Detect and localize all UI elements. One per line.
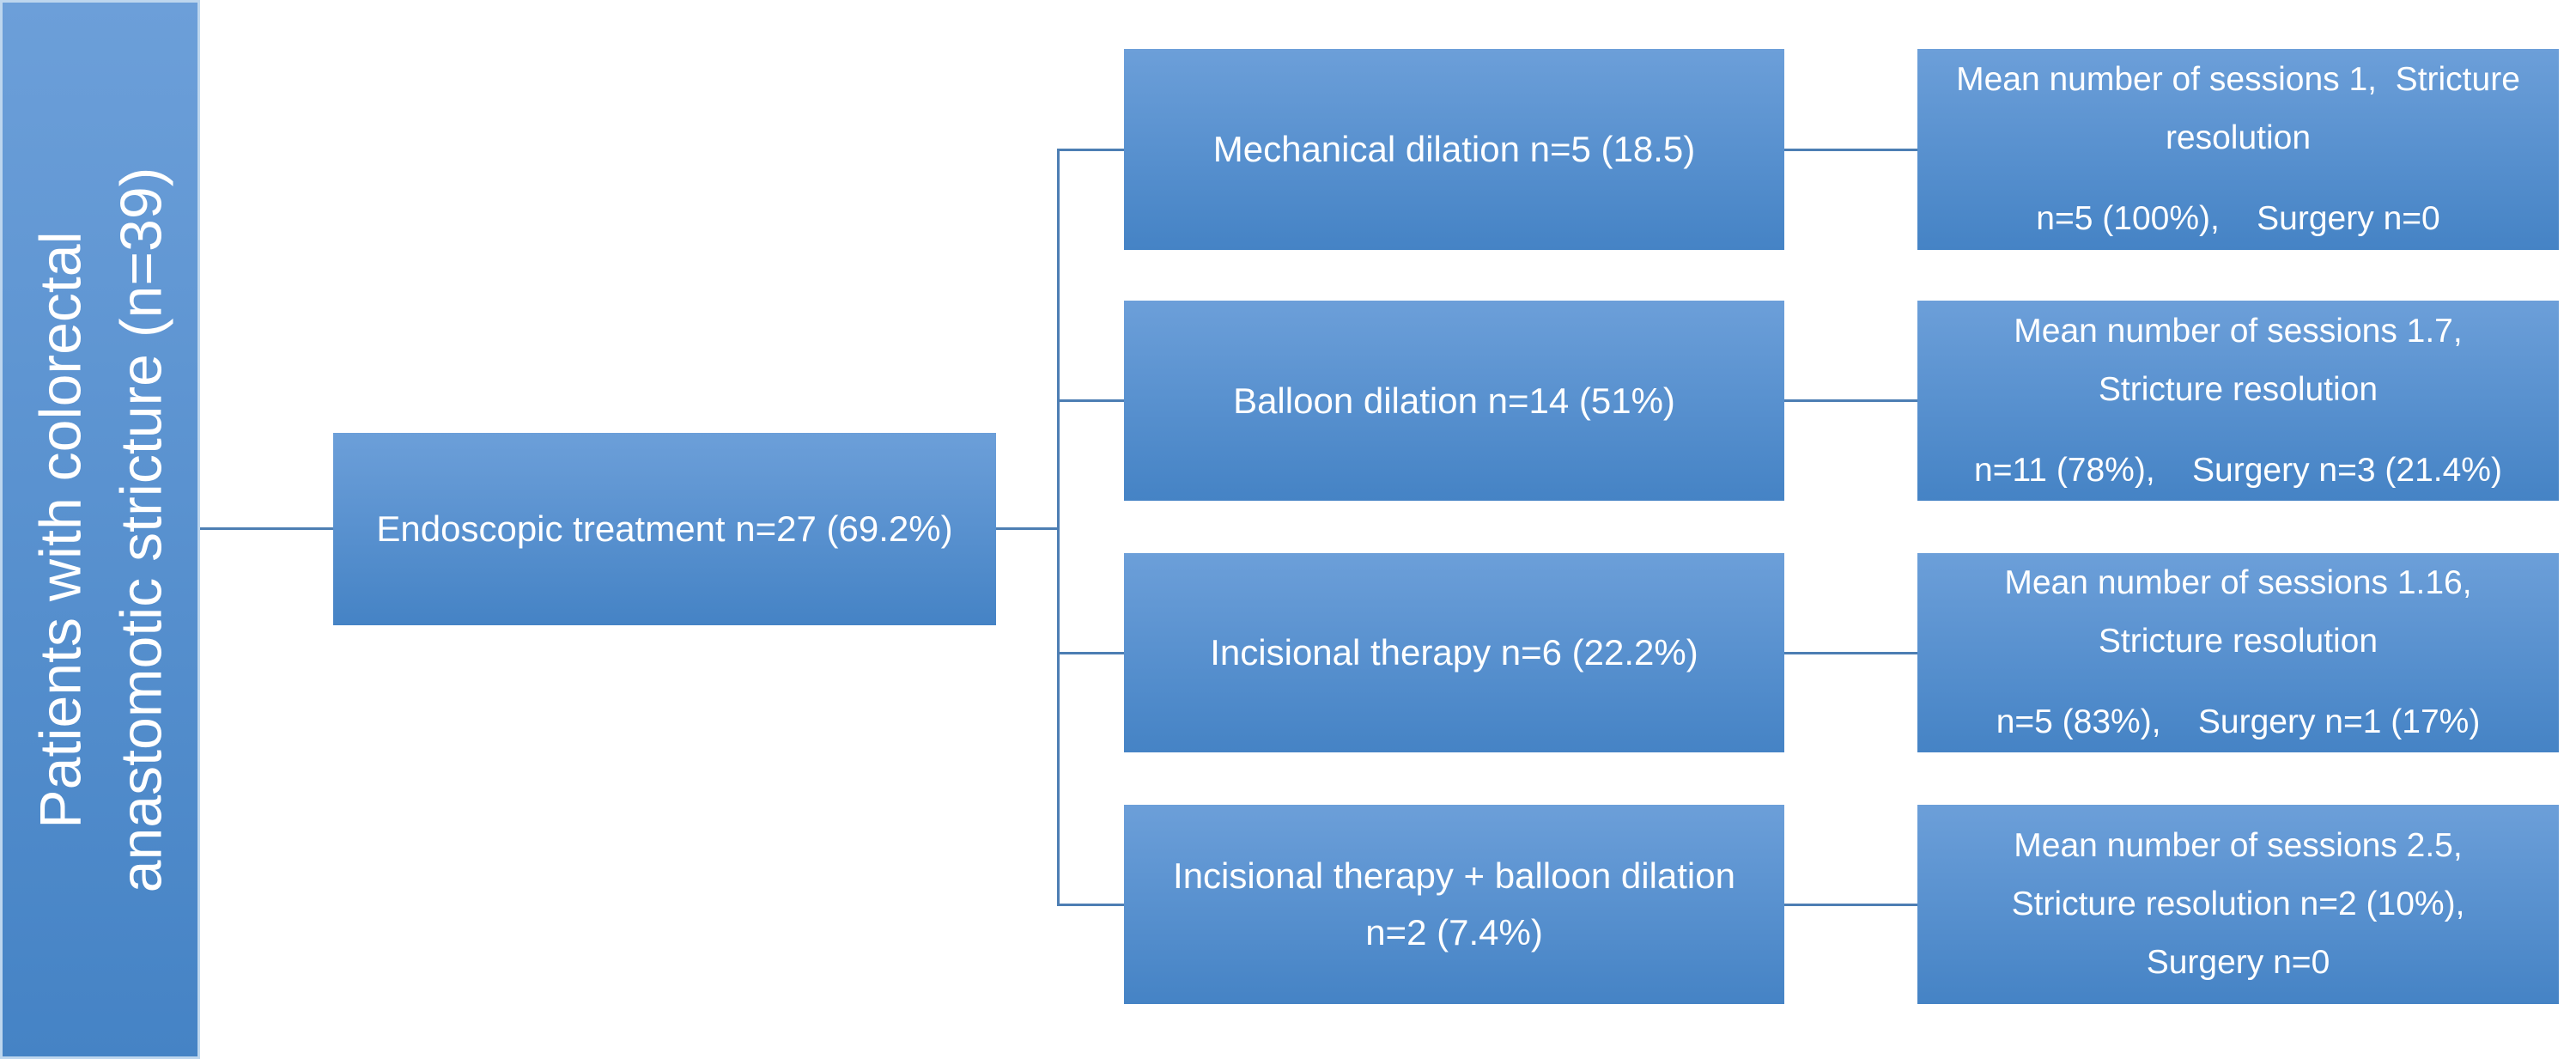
outcome-line-3: n=5 (83%), Surgery n=1 (17%) [1996, 703, 2481, 740]
outcome-line-2: Stricture resolution n=2 (10%), [2011, 886, 2465, 922]
outcome-line-3: n=11 (78%), Surgery n=3 (21.4%) [1974, 451, 2502, 489]
connector-incisional-therapy-to-outcome [1784, 652, 1917, 654]
connector-balloon-dilation-to-outcome [1784, 399, 1917, 402]
treatment-label-line-1: Incisional therapy + balloon dilation [1173, 855, 1735, 896]
outcome-line-1: Mean number of sessions 1.16, [2004, 564, 2472, 601]
treatment-label-line-2: n=2 (7.4%) [1365, 912, 1543, 952]
treatment-label: Mechanical dilation n=5 (18.5) [1212, 129, 1696, 169]
connector-branch-spine [1057, 149, 1060, 906]
connector-spine-to-incisional-plus-balloon [1057, 904, 1124, 906]
treatment-node-mechanical-dilation: Mechanical dilation n=5 (18.5) [1124, 49, 1784, 250]
outcome-line-1: Mean number of sessions 1, Stricture [1956, 61, 2520, 98]
treatment-node-balloon-dilation: Balloon dilation n=14 (51%) [1124, 301, 1784, 501]
connector-spine-to-balloon-dilation [1057, 399, 1124, 402]
outcome-line-3: n=5 (100%), Surgery n=0 [2036, 200, 2440, 237]
endoscopic-treatment-node: Endoscopic treatment n=27 (69.2%) [333, 433, 996, 625]
treatment-label: Balloon dilation n=14 (51%) [1233, 380, 1675, 421]
treatment-label: Incisional therapy n=6 (22.2%) [1210, 632, 1698, 673]
connector-spine-to-incisional-therapy [1057, 652, 1124, 654]
outcome-line-2: Stricture resolution [2098, 370, 2379, 408]
treatment-node-incisional-plus-balloon: Incisional therapy + balloon dilation n=… [1124, 805, 1784, 1004]
endoscopic-treatment-label: Endoscopic treatment n=27 (69.2%) [376, 508, 953, 549]
root-label-line-2: anastomotic stricture (n=39) [107, 167, 173, 892]
connector-mechanical-dilation-to-outcome [1784, 149, 1917, 151]
outcome-line-3: Surgery n=0 [2146, 944, 2330, 981]
outcome-node-mechanical-dilation: Mean number of sessions 1, Stricture res… [1917, 49, 2559, 250]
outcome-line-2: resolution [2165, 119, 2312, 156]
outcome-node-incisional-therapy: Mean number of sessions 1.16, Stricture … [1917, 553, 2559, 752]
root-node: Patients with colorectal anastomotic str… [0, 0, 200, 1059]
connector-endoscopic-to-spine [996, 527, 1060, 530]
outcome-node-balloon-dilation: Mean number of sessions 1.7, Stricture r… [1917, 301, 2559, 501]
connector-root-to-endoscopic [200, 527, 333, 530]
connector-incisional-plus-balloon-to-outcome [1784, 904, 1917, 906]
outcome-node-incisional-plus-balloon: Mean number of sessions 2.5, Stricture r… [1917, 805, 2559, 1004]
outcome-line-1: Mean number of sessions 2.5, [2014, 827, 2463, 864]
connector-spine-to-mechanical-dilation [1057, 149, 1124, 151]
root-label-line-1: Patients with colorectal [27, 230, 93, 829]
root-node-label: Patients with colorectal anastomotic str… [0, 0, 200, 1059]
outcome-line-2: Stricture resolution [2098, 623, 2379, 660]
outcome-line-1: Mean number of sessions 1.7, [2014, 312, 2463, 350]
treatment-node-incisional-therapy: Incisional therapy n=6 (22.2%) [1124, 553, 1784, 752]
